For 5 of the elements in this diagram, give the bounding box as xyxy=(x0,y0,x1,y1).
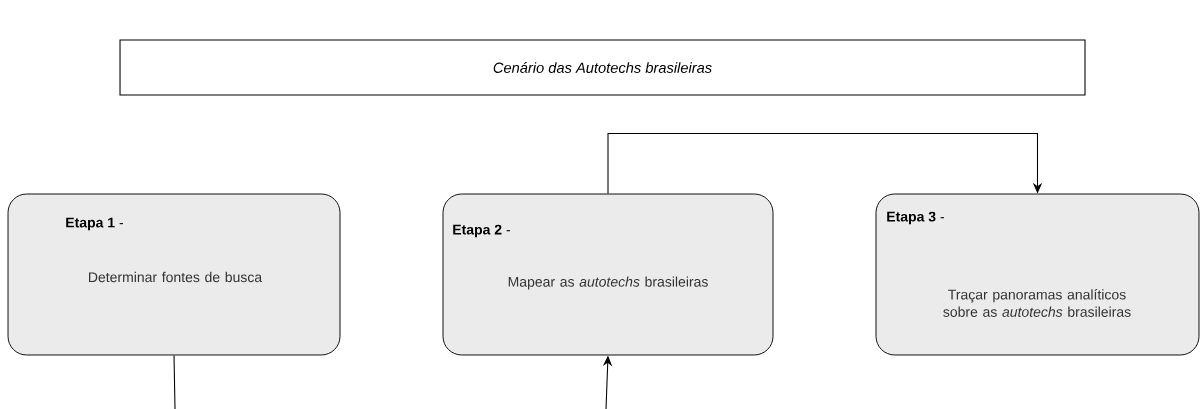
arrow xyxy=(607,133,1043,195)
step-box: Etapa 3 - Traçar panoramas analíticos sobre as autotechs brasileiras xyxy=(875,193,1200,356)
title-box: Cenário das Autotechs brasileiras xyxy=(119,39,1086,96)
step-box: Etapa 1 - Determinar fontes de busca xyxy=(7,193,341,356)
step-box: Etapa 2 - Mapear as autotechs brasileiras xyxy=(442,193,774,356)
